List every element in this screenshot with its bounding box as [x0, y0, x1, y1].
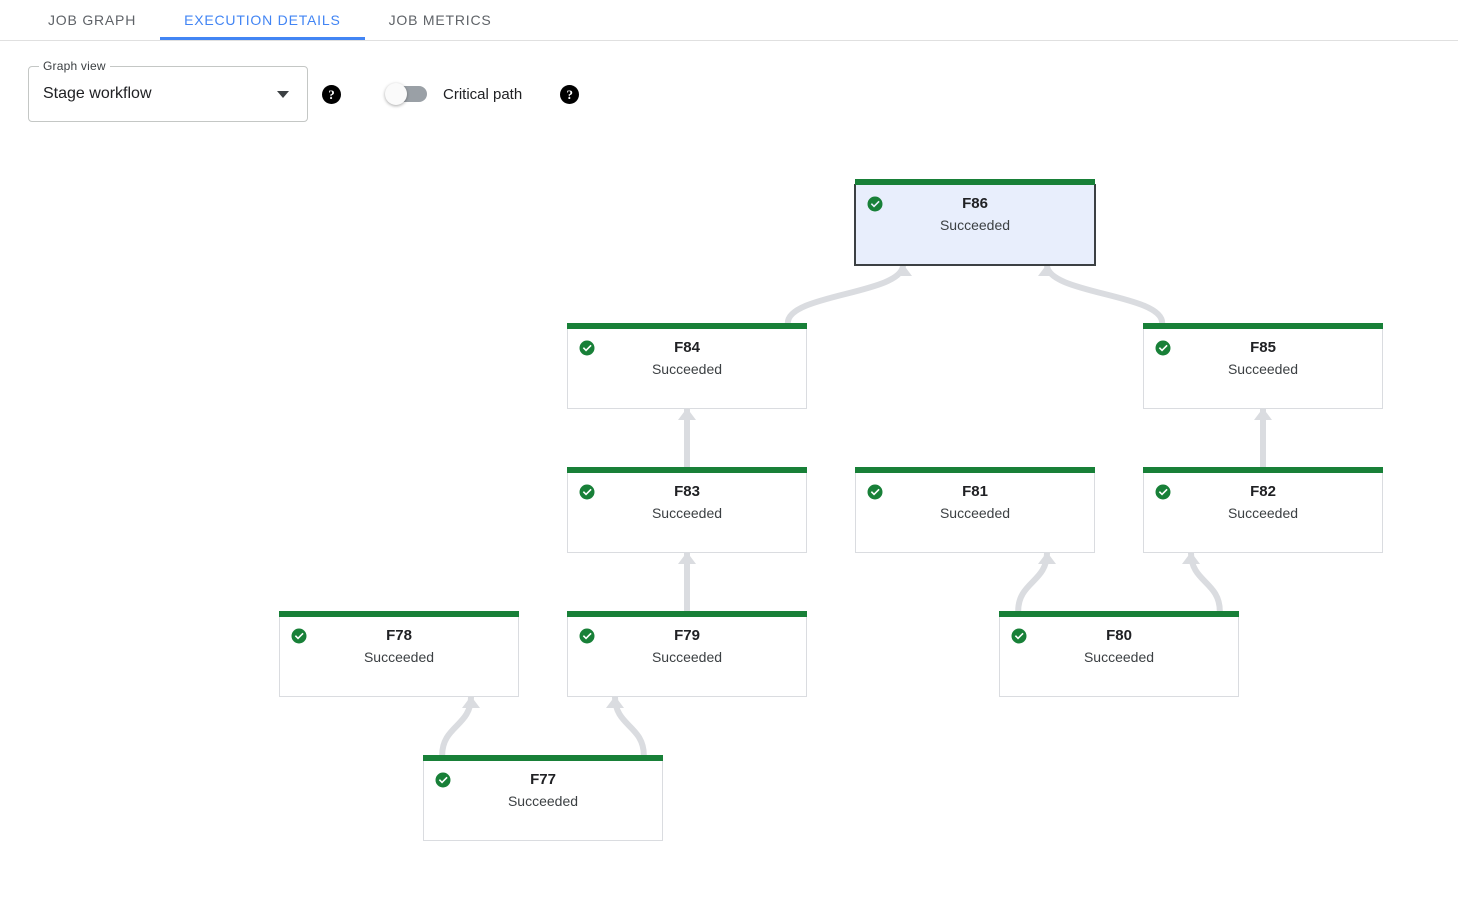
critical-path-label: Critical path [443, 85, 523, 103]
node-status: Succeeded [651, 649, 723, 665]
graph-toolbar: Graph view Stage workflow ? Critical pat… [0, 41, 1458, 131]
graph-edge-f80-f81 [1015, 550, 1050, 614]
node-status: Succeeded [1227, 505, 1299, 521]
node-status-bar [567, 323, 807, 329]
tab-label: EXECUTION DETAILS [184, 12, 341, 28]
node-title: F80 [1106, 627, 1132, 644]
check-circle-icon [435, 772, 451, 788]
check-circle-icon [1011, 628, 1027, 644]
node-status-bar [567, 611, 807, 617]
node-status-bar [1143, 323, 1383, 329]
edge-arrowhead [606, 696, 624, 708]
toggle-thumb [385, 83, 407, 105]
critical-path-help-icon[interactable]: ? [560, 84, 580, 104]
node-title: F78 [386, 627, 412, 644]
node-status: Succeeded [507, 793, 579, 809]
tab-label: JOB GRAPH [48, 12, 137, 28]
graph-edge-f85-f86 [1044, 262, 1166, 326]
node-status-bar [999, 611, 1239, 617]
tab-label: JOB METRICS [388, 12, 492, 28]
edge-arrowhead [462, 696, 480, 708]
node-title: F81 [962, 483, 988, 500]
check-circle-icon [291, 628, 307, 644]
check-circle-icon [867, 484, 883, 500]
tab-job-graph[interactable]: JOB GRAPH [24, 0, 160, 40]
node-status-bar [567, 467, 807, 473]
node-status: Succeeded [651, 361, 723, 377]
edge-arrowhead [678, 552, 696, 564]
check-circle-icon [1155, 484, 1171, 500]
node-status: Succeeded [1083, 649, 1155, 665]
node-status: Succeeded [1227, 361, 1299, 377]
node-title: F79 [674, 627, 700, 644]
graph-edge-f80-f82 [1188, 550, 1223, 614]
node-title: F77 [530, 771, 556, 788]
graph-edge-f77-f79 [612, 694, 647, 758]
graph-view-value: Stage workflow [43, 85, 152, 102]
graph-edge-f77-f78 [439, 694, 474, 758]
edge-arrowhead [1038, 552, 1056, 564]
node-status-bar [855, 467, 1095, 473]
node-title: F83 [674, 483, 700, 500]
graph-edge-f84-f86 [784, 262, 906, 326]
edge-arrowhead [1254, 408, 1272, 420]
critical-path-control: Critical path ? [385, 83, 580, 105]
graph-view-label: Graph view [39, 59, 110, 73]
check-circle-icon [867, 196, 883, 212]
node-status: Succeeded [651, 505, 723, 521]
node-status-bar [279, 611, 519, 617]
graph-view-help-icon[interactable]: ? [322, 84, 341, 104]
check-circle-icon [1155, 340, 1171, 356]
node-status: Succeeded [939, 217, 1011, 233]
tab-bar: JOB GRAPH EXECUTION DETAILS JOB METRICS [0, 0, 1458, 41]
node-title: F85 [1250, 339, 1276, 356]
node-title: F86 [962, 195, 988, 212]
node-status-bar [423, 755, 663, 761]
check-circle-icon [579, 340, 595, 356]
check-circle-icon [579, 628, 595, 644]
node-status-bar [1143, 467, 1383, 473]
edge-arrowhead [678, 408, 696, 420]
node-title: F84 [674, 339, 700, 356]
tab-execution-details[interactable]: EXECUTION DETAILS [160, 0, 366, 40]
graph-view-select[interactable]: Graph view Stage workflow [28, 59, 308, 122]
edge-arrowhead [894, 264, 912, 276]
edge-arrowhead [1182, 552, 1200, 564]
node-status: Succeeded [939, 505, 1011, 521]
tab-job-metrics[interactable]: JOB METRICS [365, 0, 516, 40]
node-status-bar [855, 179, 1095, 185]
edge-arrowhead [1038, 264, 1056, 276]
check-circle-icon [579, 484, 595, 500]
chevron-down-icon[interactable] [277, 90, 289, 98]
node-title: F82 [1250, 483, 1276, 500]
help-glyph: ? [566, 86, 573, 102]
critical-path-toggle[interactable] [385, 83, 429, 105]
help-glyph: ? [328, 86, 335, 102]
node-status: Succeeded [363, 649, 435, 665]
